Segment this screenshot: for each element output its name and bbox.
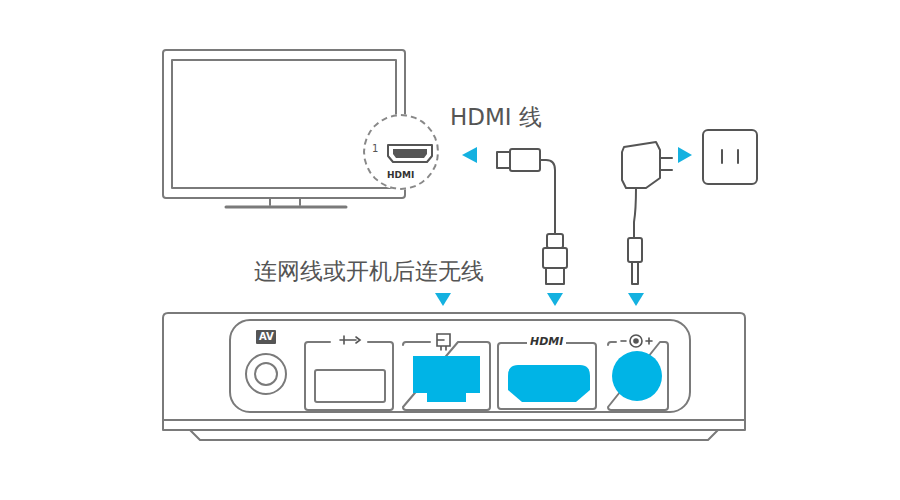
dc-symbol	[621, 338, 652, 344]
av-jack	[246, 354, 286, 394]
tv-frame	[163, 50, 405, 198]
lan-symbol	[437, 334, 450, 350]
power-plug-pin	[632, 262, 638, 284]
hdmi-plug-tip	[497, 152, 510, 168]
port-label: HDMI	[387, 171, 414, 180]
hdmi-port-box: HDMI	[497, 342, 597, 410]
usb-symbol	[340, 336, 360, 344]
port-label: HDMI	[527, 336, 566, 347]
box-foot	[190, 430, 718, 440]
arrow-head	[628, 293, 644, 306]
instruction-label: 连网线或开机后连无线	[254, 260, 484, 283]
port-callout: 1HDMI	[363, 114, 439, 190]
lan-port	[413, 356, 480, 402]
power-frame	[608, 342, 668, 410]
callout-ground	[363, 114, 439, 190]
power-adapter	[622, 142, 660, 188]
tv-stand	[226, 206, 346, 209]
callout-number: 1	[372, 144, 378, 154]
arrow-head	[462, 147, 477, 163]
cable-label: HDMI 线	[450, 106, 542, 129]
adapter-prong	[660, 169, 672, 171]
box-base	[163, 420, 745, 430]
av-jack	[255, 363, 277, 385]
power-cable	[634, 188, 636, 240]
lan-frame	[403, 342, 490, 410]
usb-frame	[305, 342, 393, 410]
hdmi-plug	[510, 149, 540, 171]
adapter-prong	[660, 157, 672, 159]
hdmi-port	[508, 365, 590, 402]
hdmi-cable	[540, 160, 555, 240]
hdmi-plug	[547, 234, 563, 248]
dc-symbol	[634, 339, 638, 343]
usb-slot	[315, 370, 385, 402]
wall-outlet	[703, 130, 757, 184]
arrow-head	[678, 147, 692, 163]
tv-neck	[299, 198, 301, 205]
port-label: AV	[259, 332, 274, 342]
box-body	[163, 313, 745, 420]
power-plug	[628, 238, 642, 262]
hdmi-plug	[543, 248, 567, 268]
port-panel	[230, 320, 690, 412]
arrow-head	[435, 293, 451, 306]
arrow-head	[547, 293, 563, 306]
dc-symbol	[630, 335, 642, 347]
hdmi-port-icon	[393, 149, 427, 158]
tv-neck	[269, 198, 271, 205]
hdmi-plug-tip	[546, 268, 564, 284]
av-port-box: AV	[256, 330, 276, 344]
power-port	[612, 351, 662, 401]
hdmi-port-icon	[388, 145, 432, 162]
outlet-slot	[721, 150, 723, 163]
tv-screen	[172, 60, 396, 188]
outlet-slot	[737, 150, 739, 163]
